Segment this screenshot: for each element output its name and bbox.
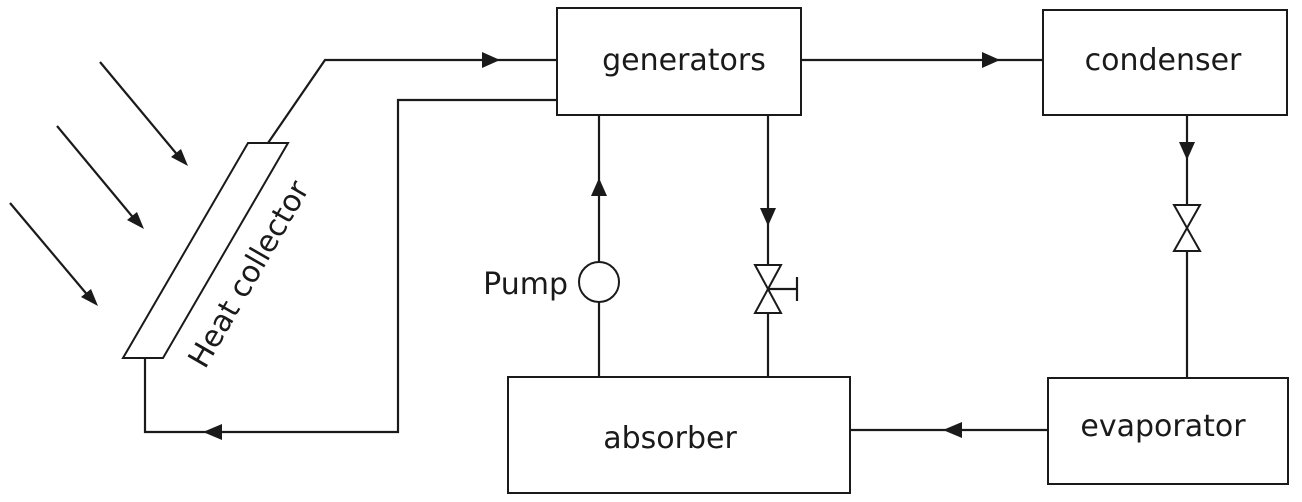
sun-ray-arrowhead — [81, 289, 98, 306]
heat-collector-panel — [121, 142, 290, 359]
sun-ray-line — [9, 202, 91, 299]
pump-label: Pump — [483, 267, 568, 302]
collector-to-generator-pipe — [267, 58, 557, 144]
sun-ray-line — [99, 61, 181, 159]
flow-arrow-icon — [482, 52, 500, 68]
sun-ray-arrowhead — [127, 212, 144, 229]
generators-label: generators — [602, 43, 766, 78]
expansion-valve-icon — [1172, 204, 1202, 252]
condenser-label: condenser — [1085, 43, 1242, 78]
evaporator-label: evaporator — [1080, 409, 1246, 444]
pump-icon — [578, 261, 620, 303]
flow-arrow-icon — [1179, 142, 1195, 160]
absorber-box — [507, 376, 851, 494]
condenser-box — [1042, 9, 1288, 116]
sun-ray-arrowhead — [171, 149, 188, 166]
generators-box — [556, 7, 802, 116]
sun-rays — [9, 61, 188, 306]
flow-arrow-icon — [203, 424, 222, 440]
generator-to-collector-return-pipe — [143, 98, 557, 434]
throttle-valve-icon — [753, 264, 799, 314]
flow-arrow-icon — [591, 178, 607, 196]
flow-arrow-icon — [760, 208, 776, 226]
flow-arrow-icon — [982, 52, 1000, 68]
absorber-label: absorber — [603, 421, 737, 456]
flow-arrow-icon — [943, 422, 962, 438]
sun-ray-line — [56, 125, 137, 222]
